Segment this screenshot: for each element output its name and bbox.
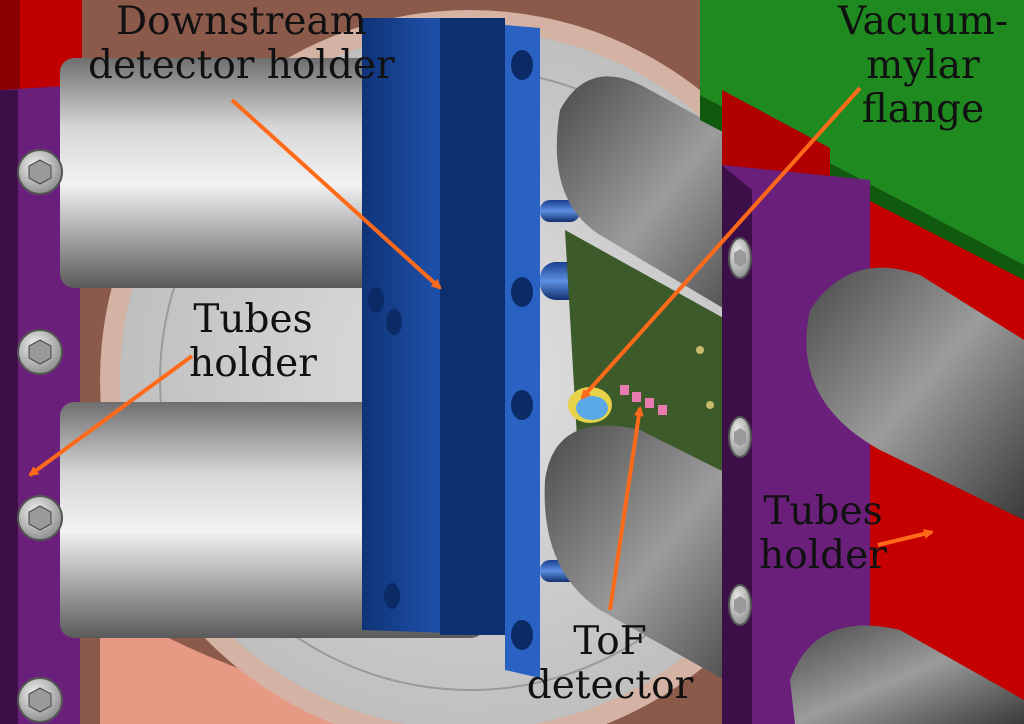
tube-center-upper [556, 76, 760, 330]
holder-hole [511, 50, 533, 80]
tube-right-upper [806, 267, 1024, 520]
holder-hole [386, 309, 402, 335]
label-tof-detector: ToF detector [520, 620, 700, 708]
copper-ring [100, 600, 560, 724]
label-line: Vacuum- [837, 0, 1009, 44]
tube-right-lower [790, 625, 1024, 724]
label-line: Downstream [115, 0, 367, 44]
arrow-vacuum-flange [580, 86, 862, 400]
label-vacuum-mylar-flange: Vacuum- mylar flange [828, 0, 1018, 132]
label-downstream-holder: Downstream detector holder [88, 0, 395, 88]
label-line: Tubes [193, 297, 313, 342]
bolt-icon [17, 149, 63, 195]
tof-component [645, 398, 654, 408]
arrow-tubes-holder-right [877, 529, 934, 547]
pcb-via [706, 401, 714, 409]
arrow-tubes-holder-left [28, 354, 194, 477]
pcb-via [696, 346, 704, 354]
label-line: holder [189, 341, 317, 386]
holder-hole [384, 583, 400, 609]
label-line: holder [759, 533, 887, 578]
mylar-ring-blue [576, 396, 608, 420]
holder-hole [511, 277, 533, 307]
label-line: detector [526, 663, 694, 708]
bolt-icon [728, 416, 752, 458]
bolt-icon [17, 495, 63, 541]
blue-pin [540, 200, 580, 222]
tof-component [658, 405, 667, 415]
bolt-icon [17, 329, 63, 375]
vacuum-mylar-flange [700, 0, 1024, 265]
tof-component [620, 385, 629, 395]
arrow-downstream-holder [230, 98, 442, 290]
holder-hole [511, 390, 533, 420]
bolt-icon [728, 237, 752, 279]
bolt-icon [728, 584, 752, 626]
arrow-tof-detector [608, 406, 644, 611]
tof-component [632, 392, 641, 402]
label-line: detector holder [88, 43, 395, 88]
label-line: ToF [573, 619, 647, 664]
holder-hole [511, 620, 533, 650]
label-tubes-holder-left: Tubes holder [178, 298, 328, 386]
red-block-shade [0, 0, 20, 92]
bolt-icon [17, 677, 63, 723]
detector-holder-face [440, 18, 505, 635]
detector-holder-side [505, 25, 540, 678]
holder-hole [368, 287, 384, 313]
label-line: flange [861, 87, 985, 132]
label-tubes-holder-right: Tubes holder [748, 490, 898, 578]
label-line: Tubes [763, 489, 883, 534]
tube-center-lower [544, 425, 760, 700]
label-line: mylar [866, 43, 980, 88]
tubes-holder-left-edge [0, 90, 18, 724]
